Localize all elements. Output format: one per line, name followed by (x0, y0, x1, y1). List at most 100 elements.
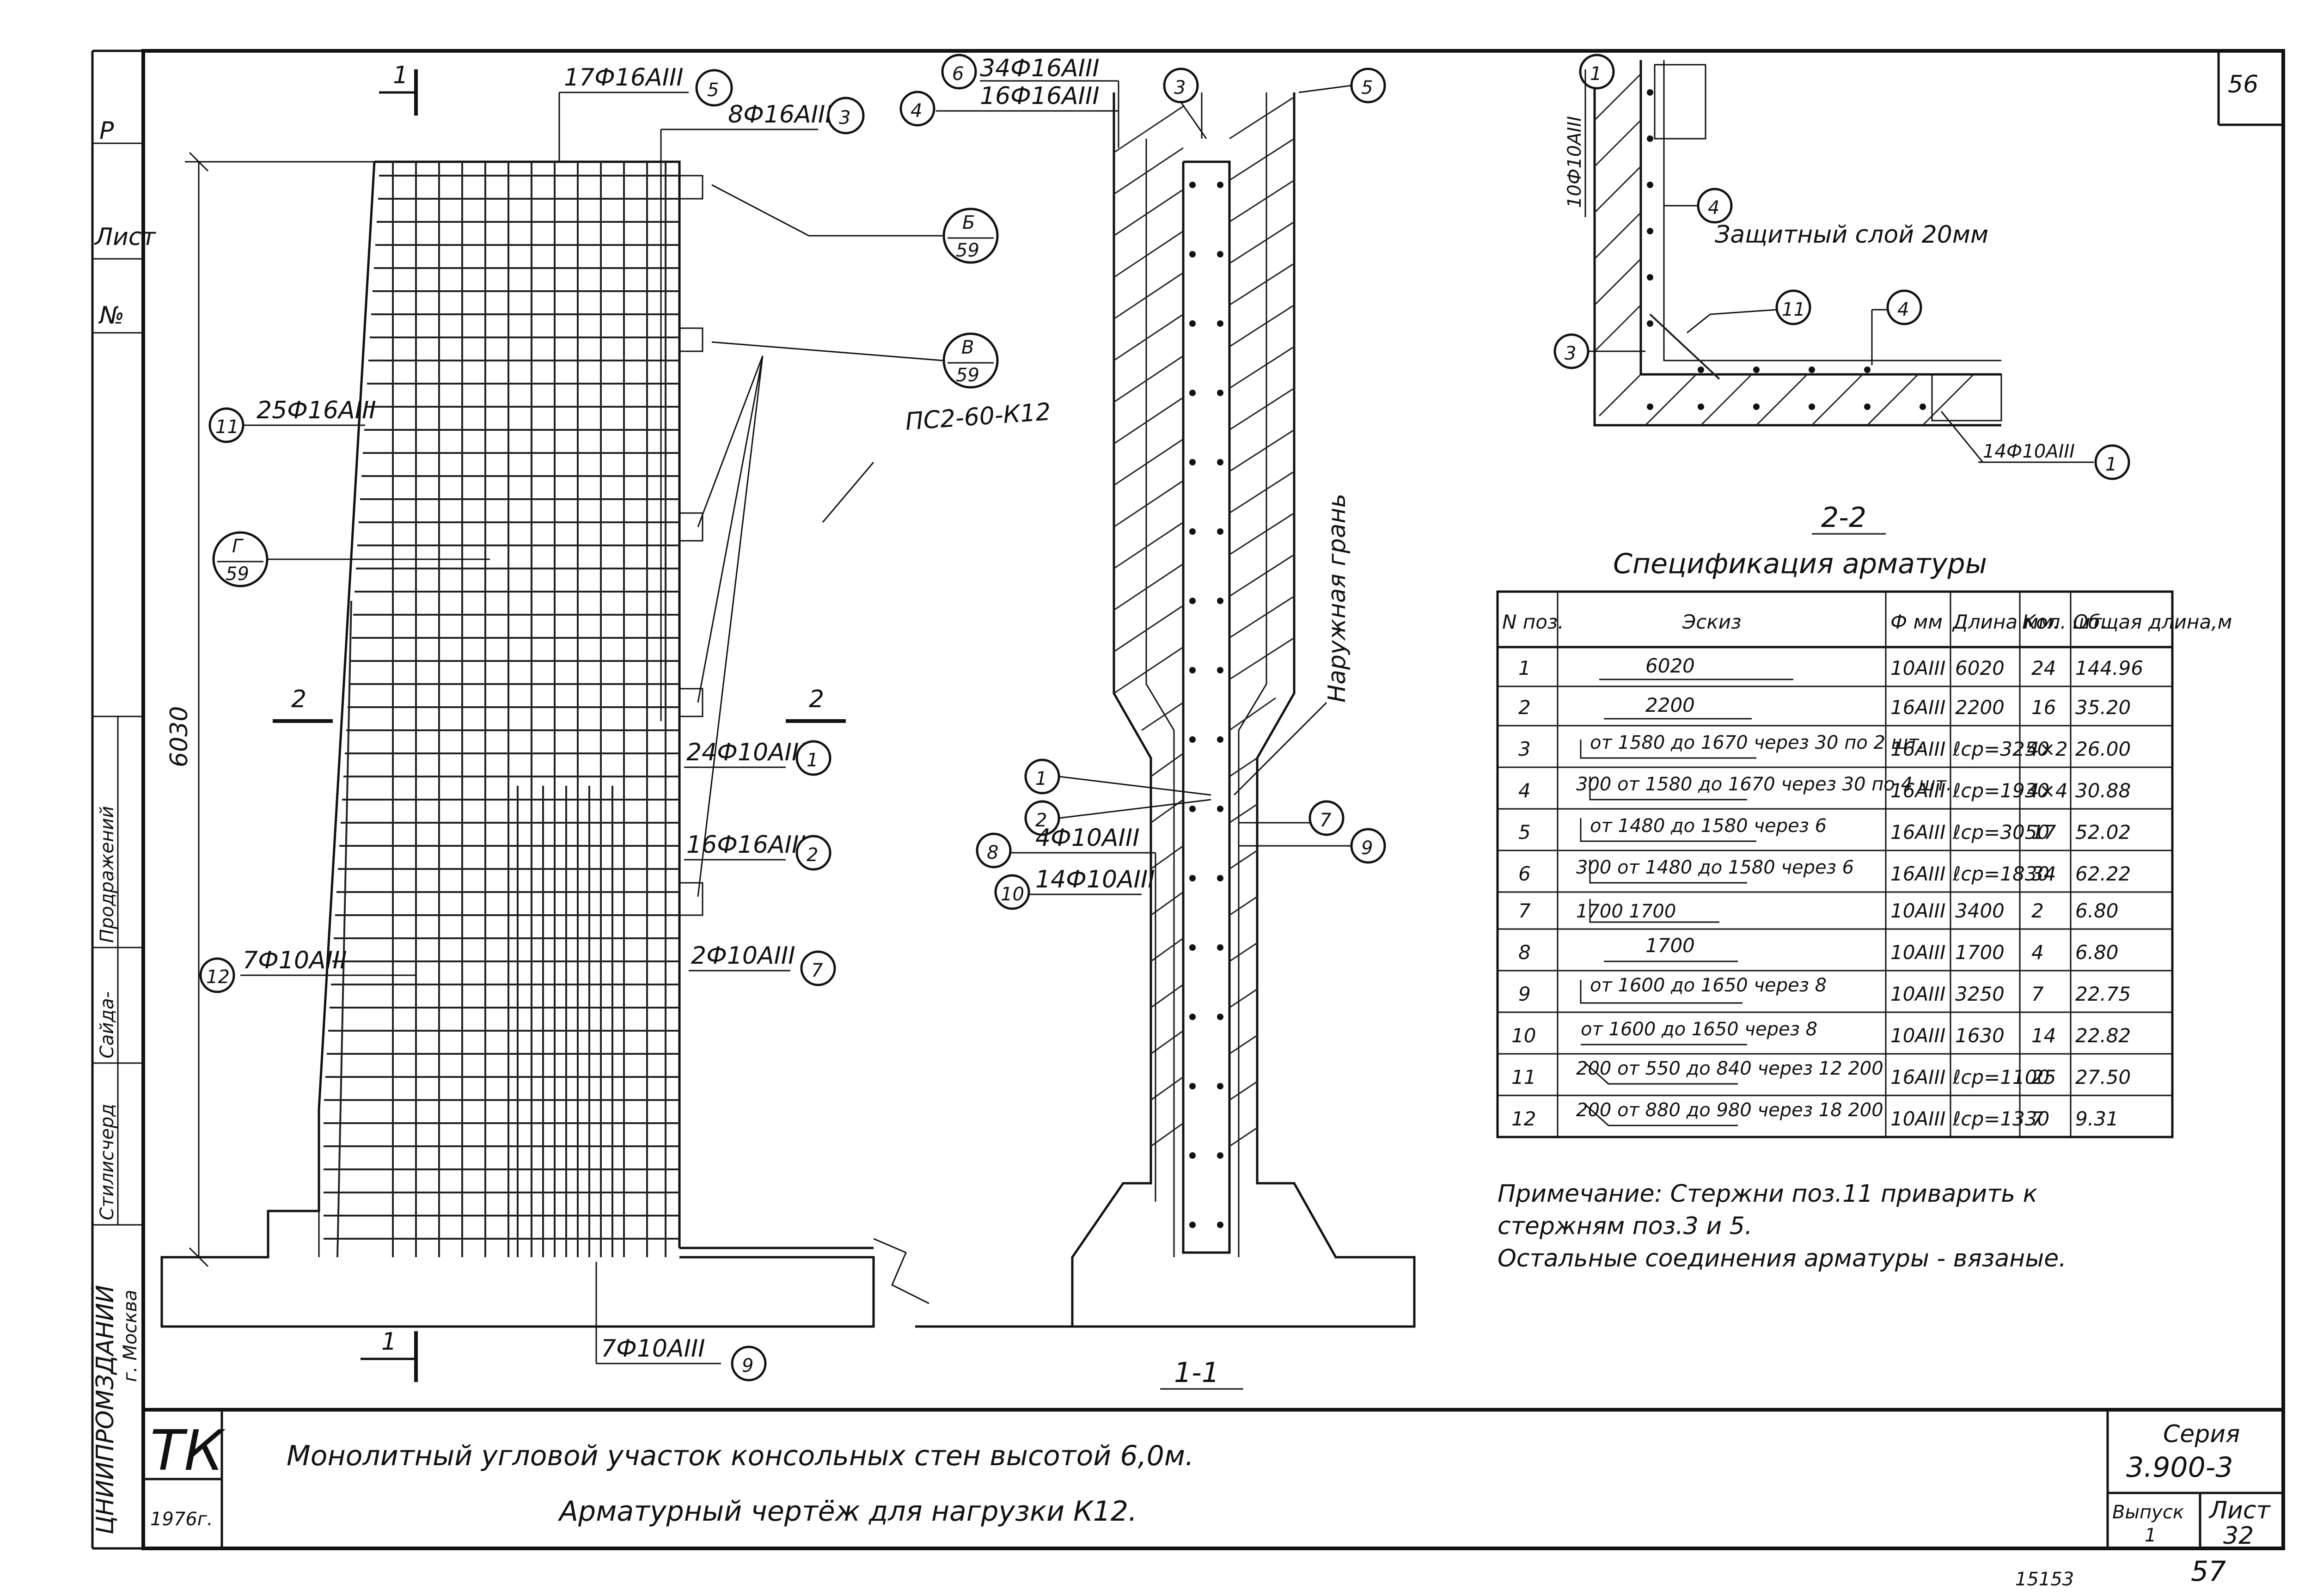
spec-cell-len: ℓср=1830 (1952, 862, 2049, 885)
spec-cell-qty: 14 (2031, 1024, 2056, 1047)
spec-cell-pos: 5 (1518, 821, 1531, 844)
sheet-frame (91, 49, 2285, 1550)
s11-mark-3: 3 (1174, 77, 1186, 98)
detail-ref-v-bottom: 59 (956, 365, 979, 386)
spec-cell-len: 1630 (1955, 1024, 2005, 1047)
section-2-2-dots (1647, 89, 1926, 410)
s11-mark-2: 2 (1035, 810, 1047, 831)
margin-city: г. Москва (120, 1290, 141, 1382)
section-2-2-hatch (1594, 73, 1975, 426)
spec-row: 7 1700 1700 10АIII 3400 2 6.80 (1518, 899, 2119, 923)
spec-cell-len: 2200 (1955, 696, 2005, 719)
spec-cell-qty: 34 (2031, 862, 2056, 885)
s11-callout-6-pos: 6 (952, 63, 964, 85)
spec-cell-qty: 2 (2031, 899, 2044, 922)
spec-cell-len: ℓср=3250 (1952, 738, 2049, 760)
s22-cover-note: Защитный слой 20мм (1715, 221, 1988, 249)
s22-title: 2-2 (1821, 501, 1866, 534)
spec-cell-sketch: 6020 (1645, 654, 1695, 677)
callout-8f16-pos: 3 (839, 107, 850, 128)
spec-cell-qty: 4×2 (2027, 738, 2068, 760)
spec-cell-total: 6.80 (2075, 899, 2119, 922)
spec-cell-len: ℓср=3050 (1952, 821, 2049, 844)
s11-mark-7: 7 (1320, 810, 1332, 831)
vertical-bars (336, 162, 666, 1258)
spec-note-line2: стержням поз.3 и 5. (1498, 1212, 1752, 1240)
spec-hdr-sketch: Эскиз (1682, 611, 1741, 633)
page-number: 57 (2191, 1555, 2226, 1588)
spec-cell-sketch: 300 от 1480 до 1580 через 6 (1576, 857, 1854, 878)
spec-cell-d: 16АIII (1890, 862, 1945, 885)
detail-ref-b-top: Б (962, 212, 975, 233)
section-2-2: 1 10Ф10АIII 4 Защитный слой 20мм 11 4 3 … (1553, 54, 2130, 535)
callout-16f16-pos: 2 (807, 844, 818, 866)
spec-cell-d: 16АIII (1890, 1066, 1945, 1088)
spec-cell-total: 30.88 (2075, 779, 2131, 802)
doc-number: 15153 (2015, 1569, 2074, 1590)
spec-row: 4 300 от 1580 до 1670 через 30 по 4 шт. … (1518, 774, 2131, 802)
s22-mark-11: 11 (1782, 299, 1805, 320)
callout-25f16: 25Ф16АIII (257, 397, 376, 424)
spec-cell-pos: 6 (1518, 862, 1531, 885)
spec-table: Спецификация арматуры N поз. Эскиз Ф мм … (1496, 548, 2232, 1272)
detail-ref-v-top: В (961, 337, 974, 358)
title-year: 1976г. (150, 1509, 213, 1530)
detail-ref-v: В 59 (697, 332, 999, 897)
spec-row: 6 300 от 1480 до 1580 через 6 16АIII ℓср… (1518, 857, 2131, 885)
spec-row: 1 6020 10АIII 6020 24 144.96 (1518, 654, 2143, 680)
s22-mark-4-lower: 4 (1897, 299, 1909, 320)
spec-cell-d: 16АIII (1890, 738, 1945, 760)
series-value: 3.900-3 (2126, 1451, 2233, 1484)
margin-label-list: Лист (94, 223, 156, 251)
callout-2f10: 2Ф10АIII (691, 942, 795, 970)
issue-value: 1 (2145, 1525, 2156, 1546)
spec-cell-d: 10АIII (1890, 1024, 1945, 1047)
detail-ref-b: Б 59 (711, 184, 999, 264)
horizontal-bars (324, 175, 679, 1240)
callout-24f10: 24Ф10АIII (686, 739, 806, 766)
callout-2f10-pos: 7 (811, 960, 823, 981)
spec-cell-qty: 16 (2031, 696, 2056, 719)
title-line2: Арматурный чертёж для нагрузки К12. (557, 1495, 1137, 1528)
detail-ref-g-top: Г (232, 536, 244, 557)
margin-stamp-1: Продражений (97, 806, 118, 943)
left-margin: Р Лист № Продражений Сайда- Стилисчерд Ц… (91, 117, 156, 1535)
spec-cell-len: ℓср=1930 (1952, 779, 2049, 802)
spec-cell-d: 16АIII (1890, 821, 1945, 844)
spec-cell-pos: 8 (1518, 941, 1531, 964)
callout-7f10-left: 7Ф10АIII (243, 947, 347, 974)
spec-cell-sketch: 2200 (1645, 694, 1695, 716)
detail-ref-g: Г 59 (212, 531, 490, 587)
spec-cell-d: 10АIII (1890, 983, 1945, 1005)
spec-cell-total: 6.80 (2075, 941, 2119, 964)
spec-cell-sketch: от 1480 до 1580 через 6 (1590, 815, 1827, 837)
spec-cell-qty: 25 (2031, 1066, 2056, 1088)
callout-7f10-bottom-pos: 9 (742, 1355, 753, 1376)
tk-logo: ТК (150, 1419, 226, 1483)
spec-cell-qty: 4 (2031, 941, 2044, 964)
spec-cell-d: 16АIII (1890, 696, 1945, 719)
s11-callout-4-pos: 4 (911, 100, 922, 122)
spec-cell-qty: 24 (2031, 657, 2056, 679)
spec-row: 3 от 1580 до 1670 через 30 по 2 шт. 16АI… (1518, 732, 2131, 760)
spec-cell-total: 144.96 (2075, 657, 2143, 679)
spec-cell-len: 3400 (1955, 899, 2005, 922)
spec-cell-pos: 9 (1518, 983, 1531, 1005)
section-mark-2-right: 2 (809, 685, 824, 713)
s11-title: 1-1 (1174, 1357, 1219, 1389)
callout-7f10-left-pos: 12 (206, 966, 230, 988)
spec-cell-len: 1700 (1955, 941, 2005, 964)
callout-17f16: 17Ф16АIII (564, 64, 684, 92)
spec-row: 8 1700 10АIII 1700 4 6.80 (1518, 934, 2119, 964)
spec-row: 2 2200 16АIII 2200 16 35.20 (1518, 694, 2131, 720)
spec-hdr-d: Ф мм (1890, 611, 1943, 633)
spec-cell-sketch: 1700 (1645, 934, 1695, 957)
spec-cell-qty: 7 (2031, 1107, 2044, 1130)
spec-cell-d: 10АIII (1890, 899, 1945, 922)
spec-cell-pos: 10 (1511, 1024, 1536, 1047)
s11-mark-5: 5 (1361, 77, 1373, 98)
callout-25f16-pos: 11 (215, 416, 239, 438)
s22-bottom-callout: 14Ф10АIII (1983, 441, 2075, 462)
detail-ref-g-bottom: 59 (226, 563, 249, 585)
